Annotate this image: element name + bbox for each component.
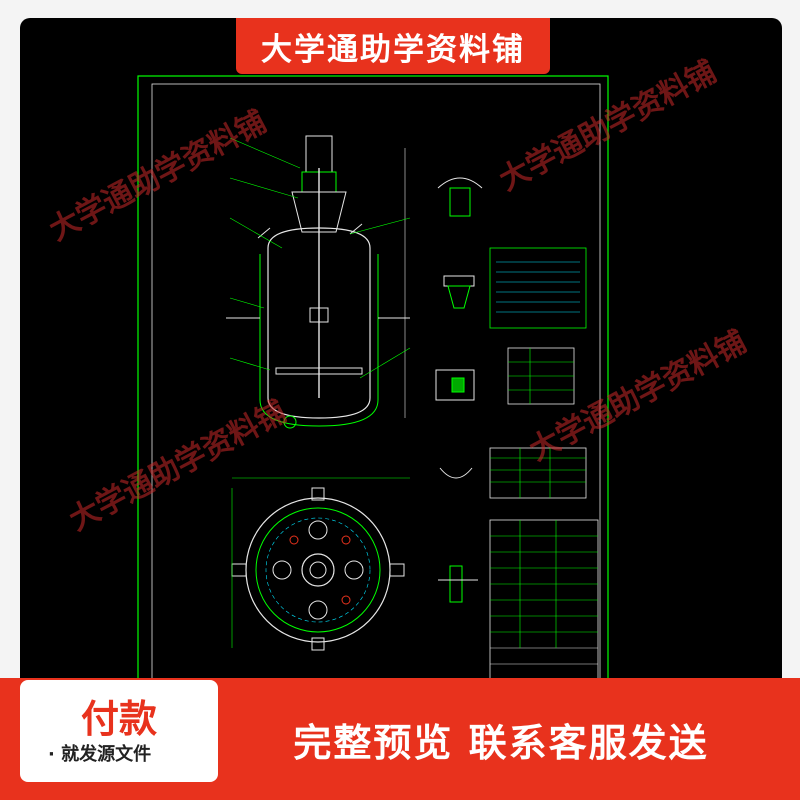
payment-card: 付款 · 就发源文件 <box>20 680 218 782</box>
cad-drawing <box>137 75 609 693</box>
payment-subtitle: · 就发源文件 <box>48 744 152 765</box>
shop-title-banner: 大学通助学资料铺 <box>236 18 550 74</box>
cad-drawing-panel <box>20 18 782 708</box>
promo-text: 完整预览 联系客服发送 <box>293 721 709 765</box>
detail-views <box>435 177 483 603</box>
top-view-drawing <box>231 477 410 651</box>
parts-table <box>489 247 599 683</box>
reactor-vessel-drawing <box>226 135 411 429</box>
drawing-frame-inner <box>151 83 601 685</box>
payment-title: 付款 <box>80 697 157 741</box>
